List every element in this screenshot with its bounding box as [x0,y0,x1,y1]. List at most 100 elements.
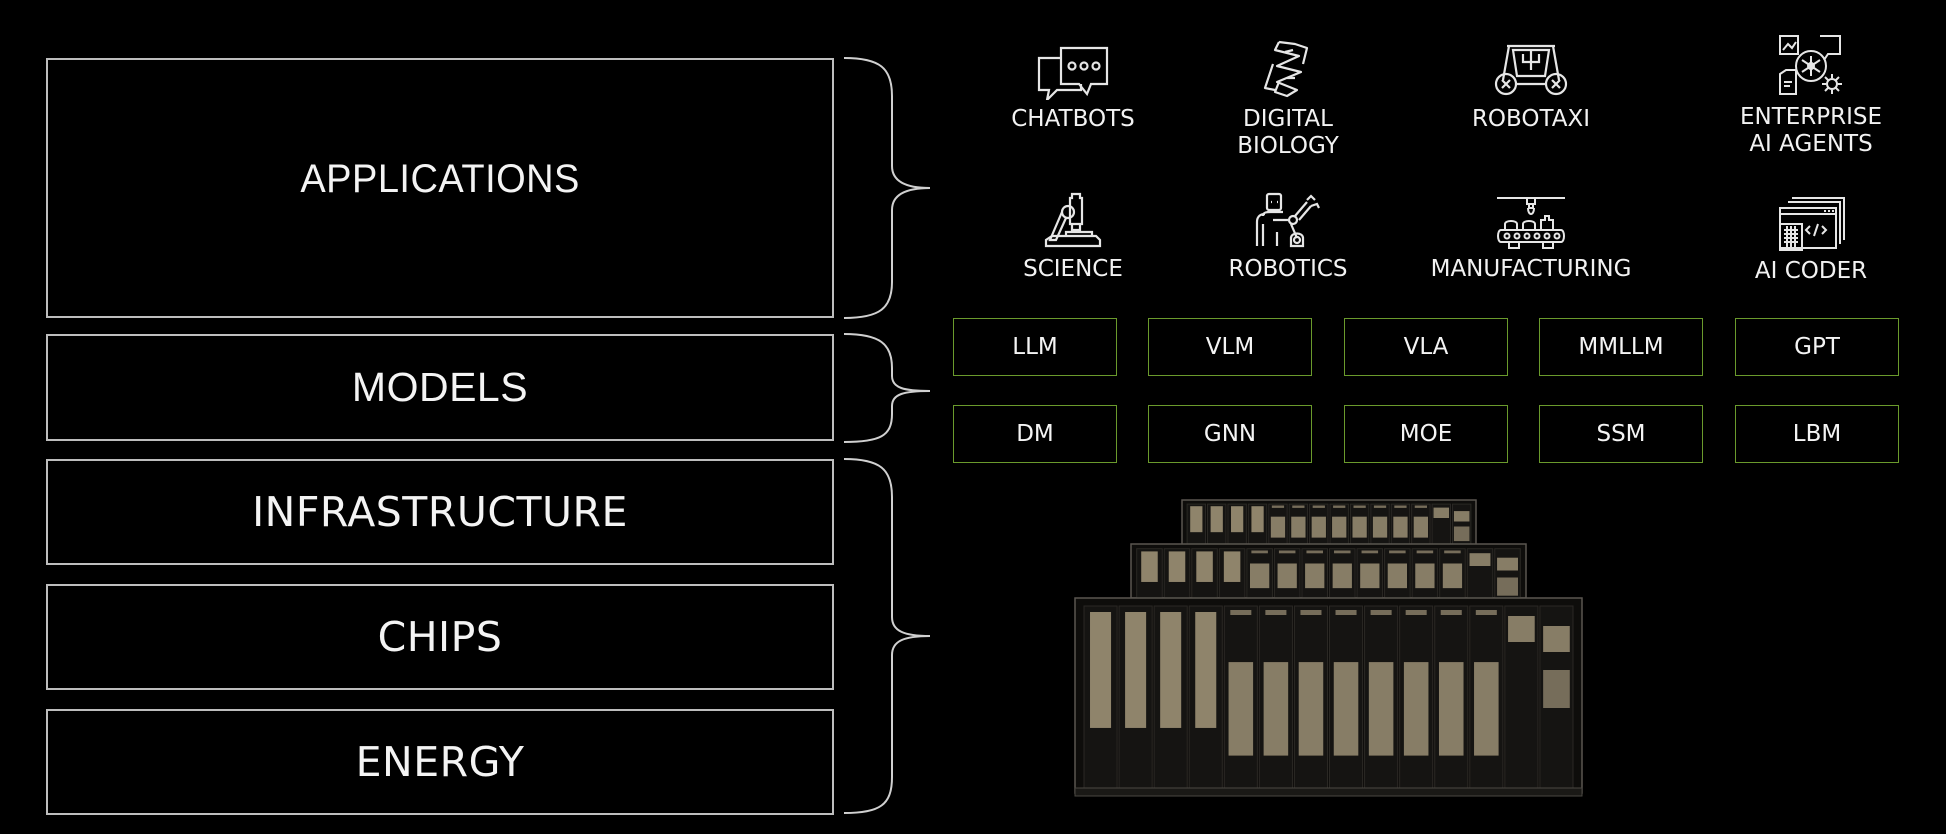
model-chip: DM [953,405,1117,463]
nvlink-tray [1352,516,1367,538]
compute-tray [1141,551,1158,582]
nvlink-tray [1228,662,1254,756]
switch-tray [1416,550,1434,554]
nvlink-tray [1387,563,1407,589]
microscope-icon [1044,192,1102,248]
nvlink-tray [1360,563,1380,589]
nvlink-tray [1291,516,1306,538]
nvlink-tray [1438,662,1464,756]
nvlink-tray [1332,563,1352,589]
nvlink-tray [1333,662,1359,756]
model-chip: LLM [953,318,1117,376]
nvlink-tray [1305,563,1325,589]
compute-tray [1090,612,1112,728]
layer-applications: APPLICATIONS [46,58,834,318]
io-module [1453,511,1470,522]
layer-label: CHIPS [377,613,503,661]
switch-tray [1251,550,1268,554]
switch-tray [1278,550,1296,554]
layer-infrastructure: INFRASTRUCTURE [46,459,834,565]
nvlink-tray [1311,516,1326,538]
app-label: ROBOTAXI [1471,106,1591,132]
dna-helix-icon [1263,40,1309,98]
app-chatbots: CHATBOTS [953,40,1193,133]
model-chip: VLA [1344,318,1508,376]
io-module [1469,553,1491,566]
nvlink-tray [1403,662,1429,756]
switch-tray [1394,505,1407,508]
brace-infrastructure-chips-energy [843,458,931,814]
switch-tray [1370,610,1392,615]
model-chip: MMLLM [1539,318,1703,376]
app-label: DIGITAL BIOLOGY [1237,106,1339,159]
compute-tray [1190,506,1203,533]
layer-energy: ENERGY [46,709,834,815]
server-racks-image [1074,499,1583,797]
app-robotics: ROBOTICS [1168,190,1408,283]
switch-tray [1271,505,1285,508]
app-label: ENTERPRISE AI AGENTS [1739,104,1883,157]
switch-tray [1300,610,1322,615]
switch-tray [1306,550,1323,554]
conveyor-belt-icon [1497,197,1565,249]
io-module [1497,557,1518,571]
code-window-icon [1779,197,1845,251]
app-label: CHATBOTS [1011,106,1135,132]
nvlink-tray [1442,563,1463,589]
switch-tray [1334,550,1351,554]
nvlink-tray [1393,516,1408,538]
layer-label: APPLICATIONS [300,156,580,201]
model-chip: SSM [1539,405,1703,463]
switch-tray [1405,610,1427,615]
model-chip: LBM [1735,405,1899,463]
app-label: AI CODER [1754,258,1868,284]
switch-tray [1333,505,1346,508]
brace-applications [843,57,931,319]
io-module [1508,616,1535,642]
app-enterprise-ai-agents: ENTERPRISE AI AGENTS [1691,34,1931,158]
nvlink-tray [1415,563,1435,589]
switch-tray [1265,610,1287,615]
switch-tray [1440,610,1462,615]
model-chip: GNN [1148,405,1312,463]
io-module [1433,507,1450,518]
enterprise-agent-icon [1779,35,1842,95]
layer-models: MODELS [46,334,834,441]
nvlink-tray [1250,563,1270,589]
io-module [1497,577,1518,596]
app-science: SCIENCE [953,190,1193,283]
compute-tray [1125,612,1147,728]
app-ai-coder: AI CODER [1691,196,1931,285]
switch-tray [1335,610,1357,615]
robotaxi-icon [1494,44,1568,96]
switch-tray [1475,610,1497,615]
layer-label: INFRASTRUCTURE [252,488,628,536]
model-chip: VLM [1148,318,1312,376]
layer-label: MODELS [351,364,529,410]
compute-tray [1210,506,1223,533]
app-digital-biology: DIGITAL BIOLOGY [1168,38,1408,160]
switch-tray [1353,505,1366,508]
robot-arm-icon [1255,192,1320,248]
switch-tray [1312,505,1325,508]
nvlink-tray [1263,662,1289,756]
app-label: SCIENCE [1023,256,1123,282]
nvlink-tray [1368,662,1394,756]
app-manufacturing: MANUFACTURING [1411,196,1651,283]
nvlink-tray [1372,516,1388,538]
model-chip: MOE [1344,405,1508,463]
app-label: MANUFACTURING [1430,256,1632,282]
switch-tray [1389,550,1406,554]
nvlink-tray [1474,662,1499,756]
nvlink-tray [1413,516,1429,538]
layer-chips: CHIPS [46,584,834,690]
switch-tray [1230,610,1252,615]
nvlink-tray [1298,662,1324,756]
app-robotaxi: ROBOTAXI [1411,40,1651,133]
nvlink-tray [1332,516,1347,538]
compute-tray [1195,612,1217,728]
nvlink-tray [1270,516,1286,538]
io-module [1543,670,1570,708]
layer-label: ENERGY [355,738,525,786]
app-label: ROBOTICS [1228,256,1348,282]
